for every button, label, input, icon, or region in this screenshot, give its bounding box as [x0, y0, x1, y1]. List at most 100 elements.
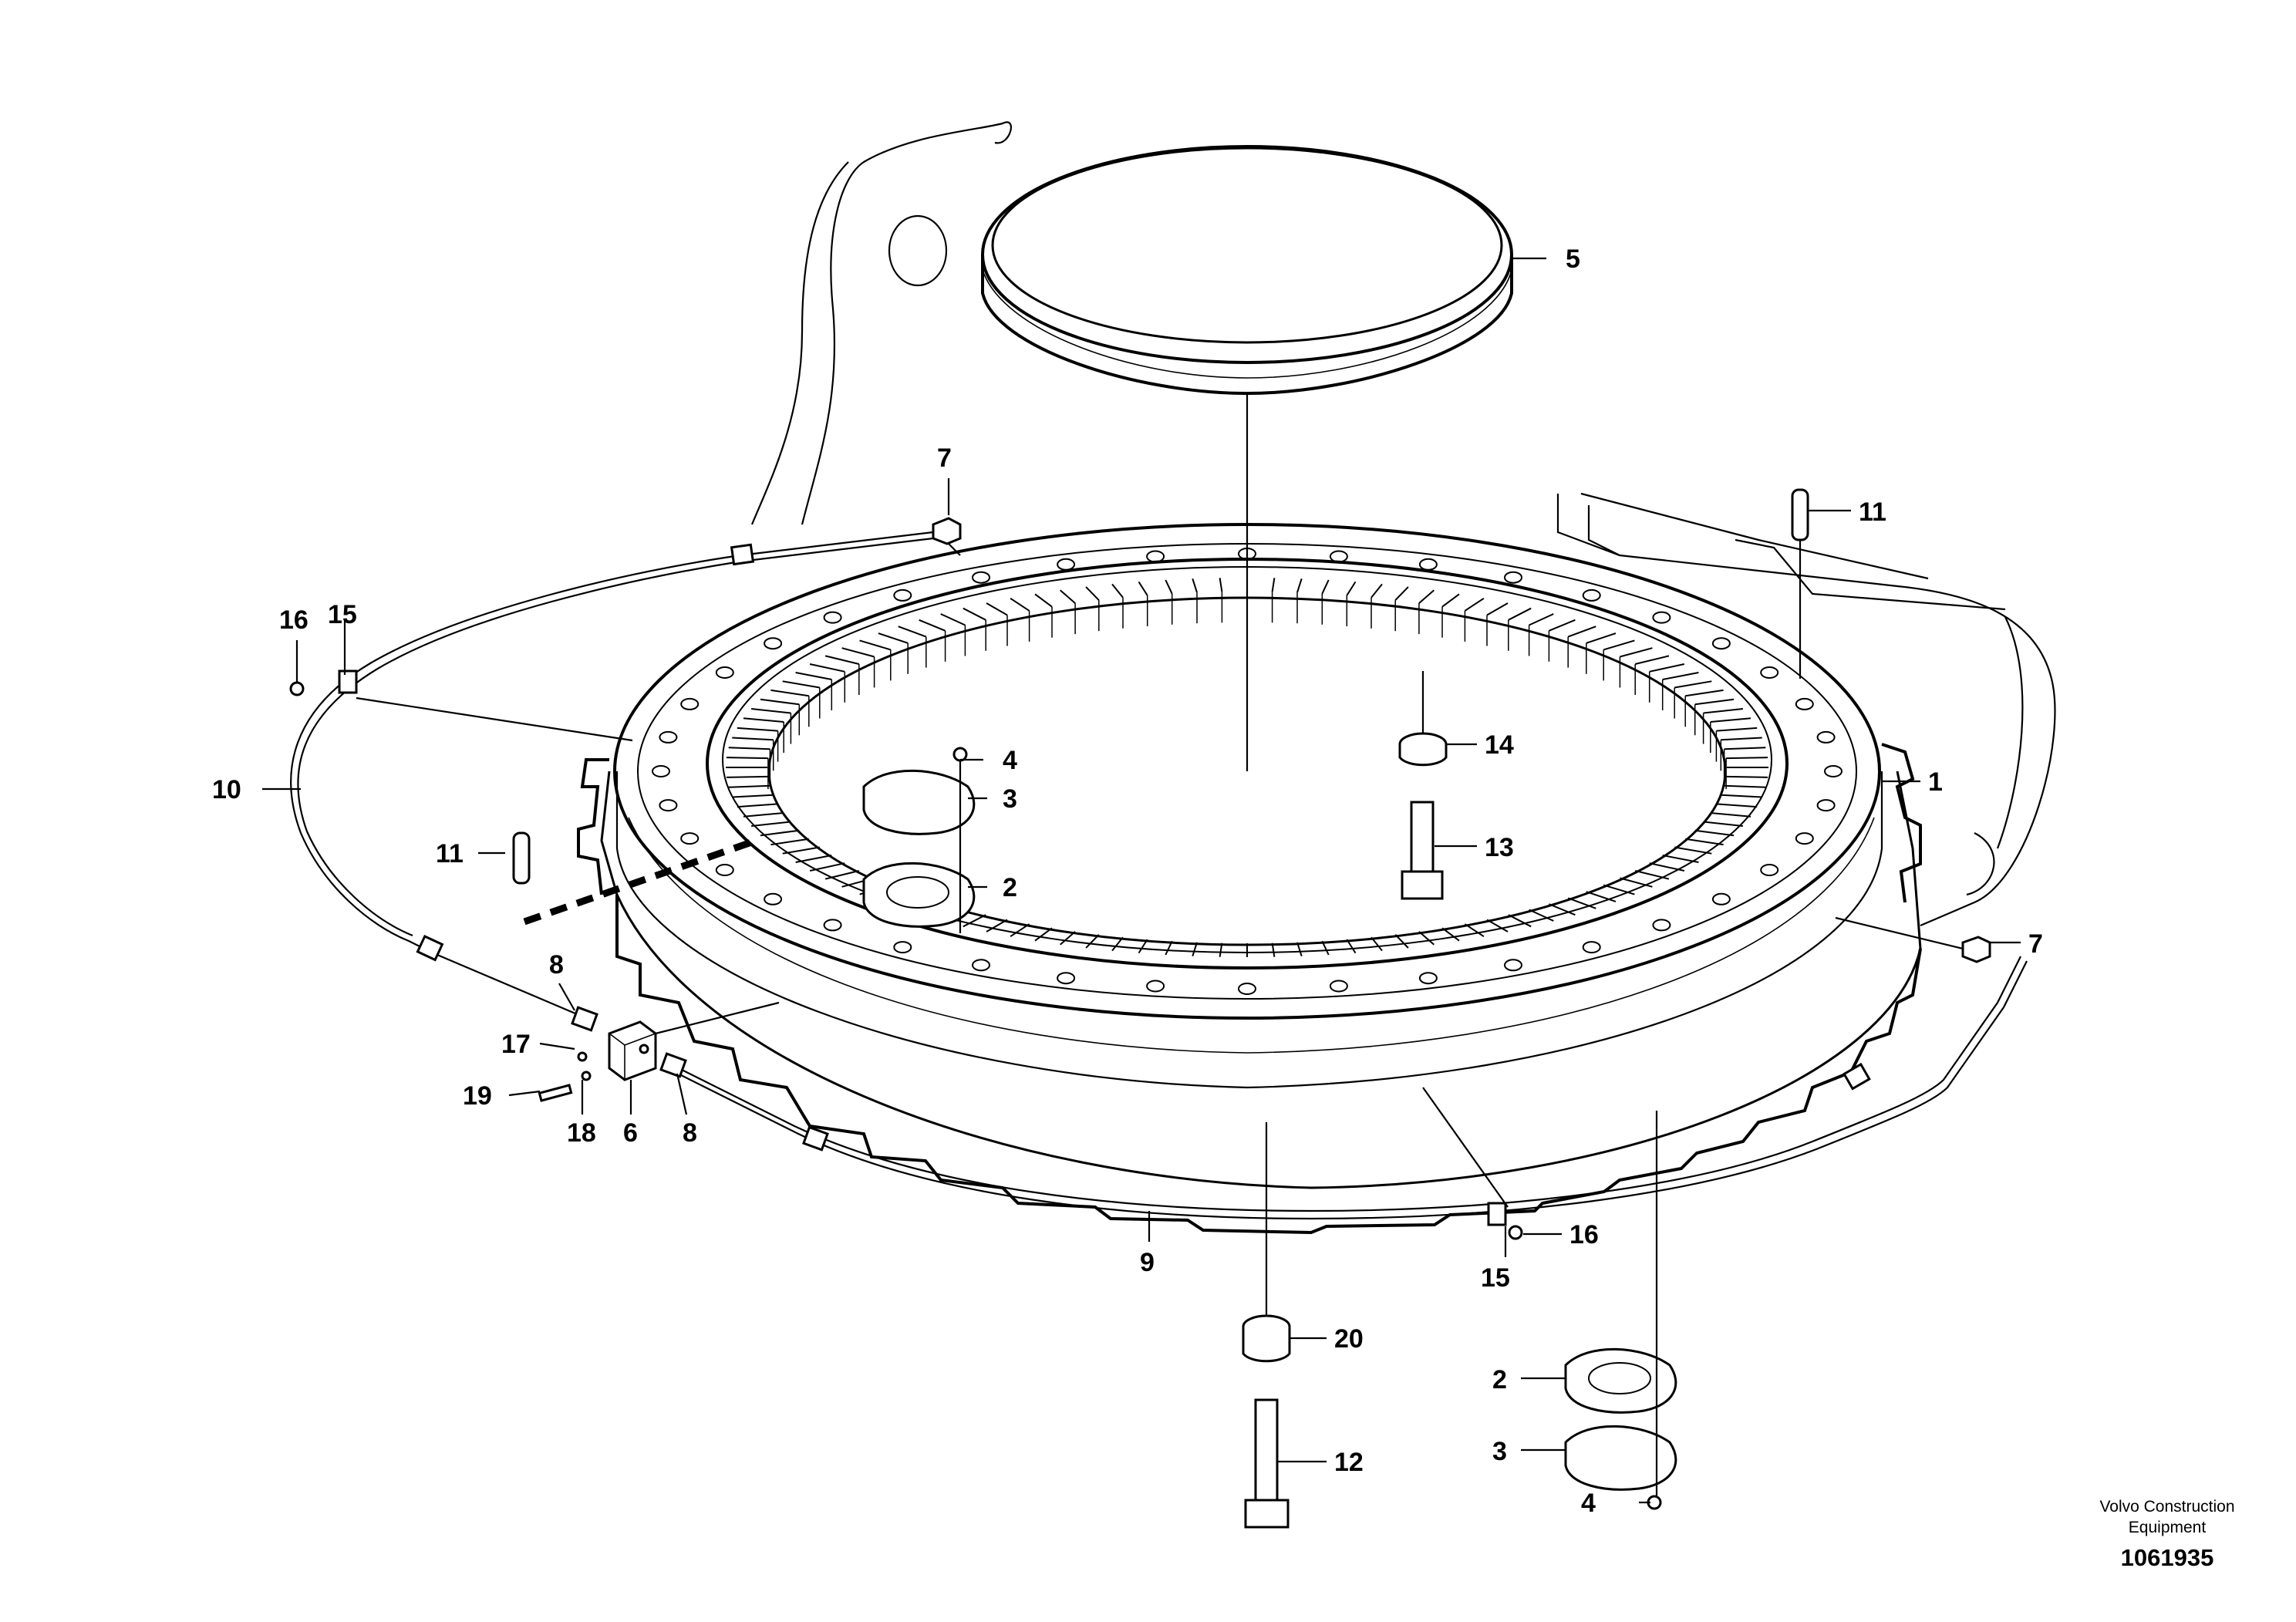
label-p16a: 16 [279, 605, 308, 635]
gear-tooth [1649, 663, 1685, 673]
bolt-hole [659, 799, 678, 812]
gear-tooth [737, 803, 778, 808]
gear-tooth [1710, 717, 1752, 723]
label-p7b: 7 [2028, 929, 2043, 959]
bolt-hole [1504, 571, 1522, 584]
bolt-hole [1329, 980, 1348, 993]
bolt-hole [1418, 558, 1438, 571]
dashed-tube [523, 837, 757, 926]
seal-ring-part-5 [981, 145, 1513, 396]
gear-tooth [728, 784, 770, 788]
bolt-hole [680, 697, 700, 710]
gear-tooth [750, 821, 791, 827]
bolt-hole [1652, 611, 1671, 624]
grease-line-part-9 [670, 956, 2028, 1220]
bolt-hole [1504, 959, 1522, 972]
gear-tooth [1567, 897, 1596, 909]
gear-tooth [1726, 757, 1768, 760]
bolt-hole [715, 864, 734, 876]
bolt-hole [1816, 730, 1836, 744]
label-p4b: 4 [1581, 1489, 1596, 1518]
gear-tooth [841, 647, 875, 658]
label-p3a: 3 [1003, 784, 1017, 814]
gear-tooth [1271, 578, 1276, 592]
bolt-hole [893, 941, 912, 954]
gear-tooth [1674, 846, 1712, 855]
bolt-hole [1057, 972, 1076, 985]
gear-tooth [1192, 578, 1198, 593]
gear-tooth [770, 838, 809, 846]
part-labels: 5 7 11 16 15 10 4 3 14 1 11 13 2 7 8 17 … [212, 244, 2043, 1518]
gear-tooth [1111, 583, 1124, 599]
brand-line-2: Equipment [2129, 1519, 2207, 1536]
gear-tooth [743, 717, 784, 723]
gear-tooth [1634, 655, 1670, 665]
bolt-hole [1711, 892, 1731, 905]
bolt-hole [1057, 558, 1076, 571]
gear-tooth [732, 737, 774, 741]
bolt-part-12 [1244, 1398, 1290, 1529]
gear-tooth [1603, 639, 1635, 651]
gear-tooth [795, 855, 832, 863]
label-p18: 18 [567, 1118, 596, 1148]
gear-tooth [1219, 578, 1223, 592]
gear-tooth [1685, 838, 1724, 846]
label-p19: 19 [463, 1081, 492, 1111]
brand-block: Volvo Construction Equipment 1061935 [2099, 1498, 2234, 1571]
gear-tooth [1549, 903, 1576, 916]
gear-tooth [1010, 597, 1030, 612]
gear-tooth [1620, 877, 1653, 888]
gear-tooth [963, 607, 986, 621]
label-p7a: 7 [937, 443, 952, 473]
label-p5: 5 [1566, 244, 1580, 274]
gear-tooth [1371, 583, 1383, 599]
label-p20: 20 [1334, 1324, 1364, 1354]
gear-tooth [1418, 589, 1435, 604]
bolt-hole [1238, 983, 1256, 995]
gear-tooth [743, 812, 784, 818]
gear-tooth [1716, 803, 1758, 808]
bolt-hole [1418, 972, 1438, 985]
bolt-hole [1760, 666, 1779, 679]
pins-part-11 [512, 488, 1809, 885]
bolt-part-13 [1401, 801, 1444, 900]
gear-tooth [732, 794, 774, 798]
gear-tooth [760, 829, 800, 837]
bolt-hole [1795, 697, 1814, 710]
bolt-hole [823, 611, 842, 624]
bolt-hole [1816, 799, 1836, 812]
bolt-hole [764, 637, 783, 650]
label-p17: 17 [501, 1030, 531, 1059]
leader-lines [262, 257, 2021, 1504]
shim-parts-2-3-lower [1564, 1347, 1677, 1491]
gear-tooth [1703, 708, 1744, 714]
gear-tooth [1721, 794, 1762, 798]
gear-tooth [919, 619, 946, 632]
gear-tooth [782, 680, 820, 689]
bolt-hole [1582, 941, 1601, 954]
gear-tooth [1674, 680, 1712, 689]
label-p9: 9 [1140, 1248, 1155, 1277]
bolt-hole [972, 959, 990, 972]
label-p6: 6 [623, 1118, 638, 1148]
label-p12: 12 [1334, 1448, 1364, 1477]
gear-tooth [1394, 586, 1409, 601]
gear-tooth [1567, 626, 1596, 638]
label-p15a: 15 [328, 600, 357, 629]
distribution-block-part-6 [571, 1006, 687, 1081]
gear-tooth [1694, 698, 1735, 706]
gear-tooth [1724, 747, 1766, 750]
gear-tooth [1724, 784, 1766, 788]
gear-tooth [1060, 589, 1076, 604]
bolt-hole [764, 892, 783, 905]
bolt-hole [1760, 864, 1779, 876]
label-p11b: 11 [436, 839, 464, 868]
label-p11a: 11 [1859, 497, 1886, 527]
gear-tooth [1649, 862, 1685, 872]
gear-tooth [1321, 579, 1330, 595]
gear-tooth [1721, 737, 1762, 741]
gear-tooth [750, 708, 791, 714]
gear-tooth [1620, 647, 1653, 658]
gear-tooth [1662, 672, 1699, 680]
